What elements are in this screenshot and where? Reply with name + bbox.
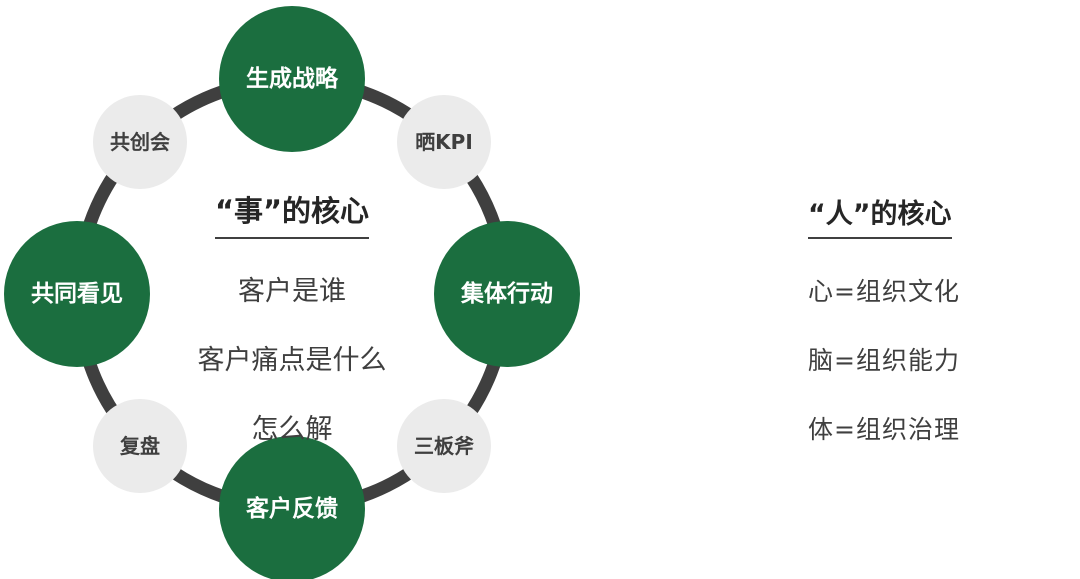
three-axes-node: 三板斧: [397, 399, 491, 493]
review-node: 复盘: [93, 399, 187, 493]
side-panel-line: 体=组织治理: [808, 415, 960, 444]
generate-strategy-node: 生成战略: [219, 6, 365, 152]
side-panel-title: “人”的核心: [808, 192, 952, 239]
shared-vision-node: 共同看见: [4, 221, 150, 367]
collective-action-label: 集体行动: [461, 280, 553, 307]
center-line: 客户是谁: [238, 276, 346, 307]
review-label: 复盘: [120, 433, 160, 458]
center-line: 客户痛点是什么: [197, 345, 387, 376]
center-line: 怎么解: [251, 414, 333, 445]
collective-action-node: 集体行动: [434, 221, 580, 367]
co-creation-meeting-label: 共创会: [110, 129, 170, 154]
customer-feedback-label: 客户反馈: [246, 495, 338, 522]
side-panel-line: 脑=组织能力: [808, 346, 960, 375]
three-axes-label: 三板斧: [414, 433, 474, 458]
share-kpi-label: 晒KPI: [415, 129, 473, 154]
cycle-diagram: 生成战略 集体行动 客户反馈 共同看见 晒KPI 三板斧 复盘 共创会 “事”的…: [4, 6, 580, 579]
share-kpi-node: 晒KPI: [397, 95, 491, 189]
generate-strategy-label: 生成战略: [246, 65, 338, 92]
side-panel-line: 心=组织文化: [808, 277, 960, 306]
co-creation-meeting-node: 共创会: [93, 95, 187, 189]
customer-feedback-node: 客户反馈: [219, 436, 365, 579]
shared-vision-label: 共同看见: [31, 280, 123, 307]
center-title: “事”的核心: [214, 188, 370, 239]
people-core-panel: “人”的核心 心=组织文化 脑=组织能力 体=组织治理: [808, 192, 1048, 446]
center-text-block: “事”的核心 客户是谁 客户痛点是什么 怎么解: [132, 188, 452, 446]
